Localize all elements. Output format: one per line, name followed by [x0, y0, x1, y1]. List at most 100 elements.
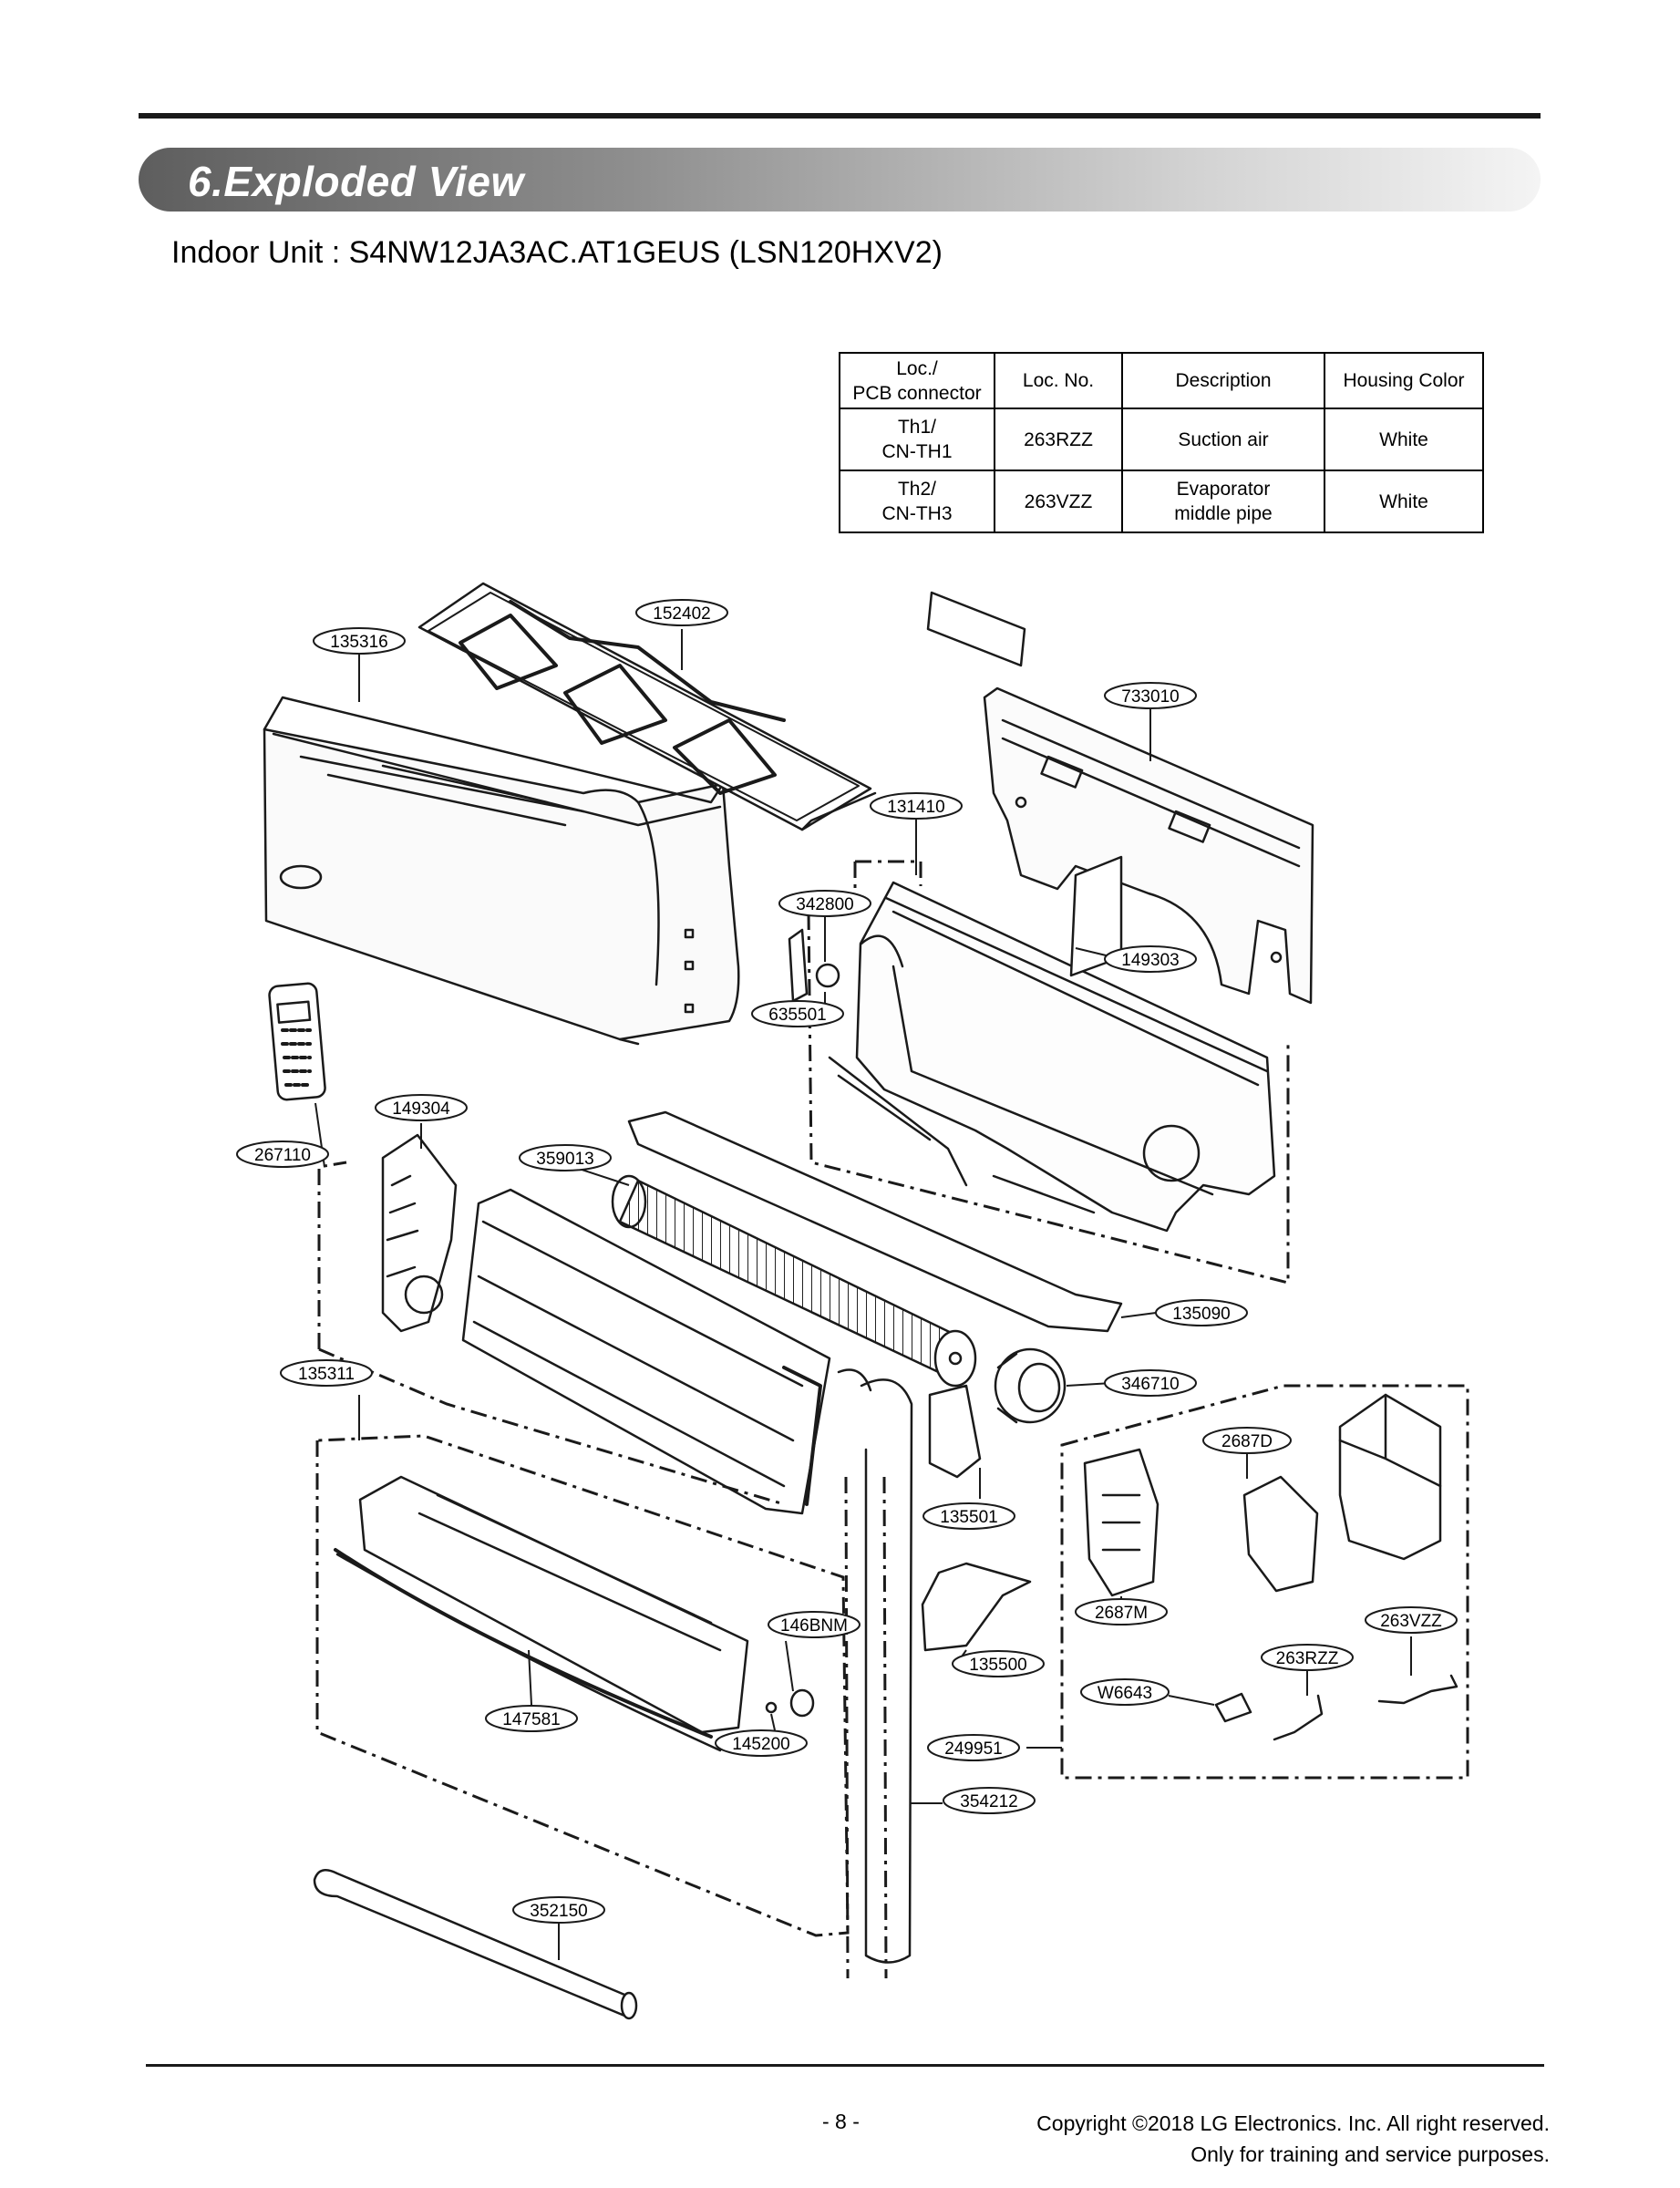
display-pcb-part	[1242, 1475, 1319, 1593]
callout-135500: 135500	[952, 1650, 1045, 1677]
vane-arm-part	[627, 1110, 1123, 1333]
table-cell: White	[1324, 408, 1484, 471]
bearing-part	[815, 963, 840, 988]
callout-149304: 149304	[375, 1094, 468, 1121]
leader-line	[1168, 1695, 1215, 1706]
table-cell: White	[1324, 470, 1484, 533]
callout-267110: 267110	[236, 1140, 329, 1168]
callout-359013: 359013	[519, 1144, 612, 1171]
drain-pan-part	[334, 1475, 749, 1752]
callout-label: 146BNM	[780, 1616, 848, 1636]
callout-label: 135090	[1172, 1305, 1230, 1324]
callout-label: 352150	[530, 1902, 587, 1921]
sensor-table: Loc./ PCB connector Loc. No. Description…	[839, 352, 1484, 533]
leader-line	[770, 1713, 776, 1731]
callout-147581: 147581	[485, 1705, 578, 1732]
callout-2687D: 2687D	[1202, 1427, 1292, 1454]
callout-label: 149303	[1121, 951, 1179, 970]
callout-label: 135500	[969, 1656, 1026, 1675]
drain-hose-group-outline	[844, 1476, 888, 1979]
callout-label: 346710	[1121, 1375, 1179, 1394]
leader-line	[528, 1649, 532, 1706]
insulation-pipe-part	[313, 1869, 638, 2020]
leader-line	[578, 1168, 630, 1186]
callout-label: 249951	[944, 1739, 1002, 1759]
callout-2687M: 2687M	[1075, 1598, 1168, 1626]
side-holder-part	[381, 1133, 458, 1333]
callout-label: 147581	[502, 1710, 560, 1729]
installation-plate-part	[983, 686, 1314, 1005]
callout-249951: 249951	[927, 1734, 1020, 1761]
model-subtitle: Indoor Unit : S4NW12JA3AC.AT1GEUS (LSN12…	[171, 235, 943, 270]
air-filter-part	[417, 582, 877, 831]
leader-line	[1120, 1312, 1157, 1318]
callout-135316: 135316	[313, 627, 406, 655]
motor-cover-upper-part	[928, 1384, 982, 1479]
thermistor-pipe-part	[1377, 1674, 1458, 1705]
callout-342800: 342800	[778, 890, 871, 917]
callout-263RZZ: 263RZZ	[1261, 1644, 1354, 1671]
table-cell: 263RZZ	[994, 408, 1123, 471]
table-row: Th1/ CN-TH1 263RZZ Suction air White	[839, 408, 1484, 471]
evaporator-part	[461, 1188, 831, 1515]
callout-label: 263RZZ	[1276, 1649, 1339, 1668]
drain-hose-part	[837, 1368, 913, 1964]
callout-label: 2687M	[1095, 1604, 1148, 1623]
label-sticker-part	[926, 591, 1026, 667]
page-number: - 8 -	[822, 2110, 860, 2133]
callout-label: W6643	[1098, 1684, 1152, 1703]
header-rule	[139, 113, 1541, 119]
callout-label: 359013	[536, 1150, 593, 1169]
callout-label: 145200	[732, 1735, 789, 1754]
main-pcb-part	[1083, 1448, 1160, 1597]
callout-label: 152402	[653, 604, 710, 624]
callout-label: 354212	[960, 1792, 1017, 1811]
copyright-notice: Copyright ©2018 LG Electronics. Inc. All…	[1036, 2108, 1550, 2170]
callout-label: 733010	[1121, 687, 1179, 707]
motor-cover-lower-part	[921, 1562, 1032, 1652]
chassis-part	[828, 855, 1276, 1233]
callout-149303: 149303	[1104, 945, 1197, 973]
fan-motor-part	[994, 1347, 1067, 1424]
table-header-row: Loc./ PCB connector Loc. No. Description…	[839, 352, 1484, 409]
callout-152402: 152402	[635, 599, 728, 626]
section-title: 6.Exploded View	[188, 158, 524, 205]
drain-pan-group-outline	[315, 1434, 850, 1937]
table-cell: Suction air	[1121, 408, 1325, 471]
callout-263VZZ: 263VZZ	[1365, 1606, 1458, 1634]
callout-135501: 135501	[922, 1502, 1015, 1530]
callout-346710: 346710	[1104, 1369, 1197, 1397]
motor-cover-part	[788, 928, 809, 1003]
callout-label: 635501	[768, 1006, 826, 1025]
cross-flow-fan-part	[611, 1174, 977, 1388]
callout-131410: 131410	[870, 792, 963, 820]
table-header: Loc. No.	[994, 352, 1123, 409]
callout-label: 149304	[392, 1099, 450, 1119]
callout-635501: 635501	[751, 1000, 844, 1027]
callout-733010: 733010	[1104, 682, 1197, 709]
callout-352150: 352150	[512, 1896, 605, 1924]
callout-146BNM: 146BNM	[768, 1611, 861, 1638]
copyright-line: Copyright ©2018 LG Electronics. Inc. All…	[1036, 2111, 1550, 2135]
front-panel-part	[263, 696, 740, 1046]
section-title-banner: 6.Exploded View	[139, 148, 1541, 212]
table-header: Description	[1121, 352, 1325, 409]
callout-label: 135501	[940, 1508, 997, 1527]
callout-135311: 135311	[280, 1359, 373, 1387]
callout-135090: 135090	[1155, 1299, 1248, 1326]
connector-part	[1214, 1692, 1252, 1723]
table-cell: Th2/ CN-TH3	[839, 470, 995, 533]
table-row: Th2/ CN-TH3 263VZZ Evaporator middle pip…	[839, 470, 1484, 533]
remote-control-part	[268, 982, 326, 1101]
callout-label: 135311	[298, 1365, 355, 1384]
callout-label: 267110	[254, 1146, 311, 1165]
callout-354212: 354212	[943, 1787, 1036, 1814]
callout-label: 263VZZ	[1380, 1612, 1442, 1631]
callout-label: 342800	[796, 895, 853, 914]
table-cell: 263VZZ	[994, 470, 1123, 533]
copyright-line: Only for training and service purposes.	[1190, 2142, 1550, 2166]
table-header: Loc./ PCB connector	[839, 352, 995, 409]
thermistor-suction-part	[1273, 1694, 1324, 1741]
callout-label: 131410	[887, 798, 944, 817]
